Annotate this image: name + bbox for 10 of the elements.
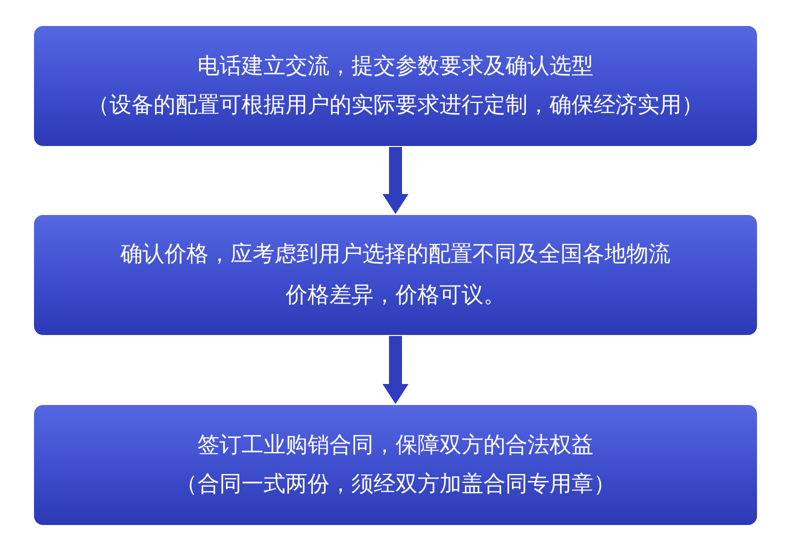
process-box: [34, 215, 757, 335]
down-arrow: [382, 336, 408, 404]
step-note: （合同一式两份，须经双方加盖合同专用章）: [176, 471, 616, 499]
down-arrow: [382, 147, 408, 214]
process-box: [34, 26, 757, 146]
step-note: （设备的配置可根据用户的实际要求进行定制，确保经济实用）: [88, 92, 704, 120]
step-title: 电话建立交流，提交参数要求及确认选型: [198, 53, 594, 81]
process-box: [34, 405, 757, 525]
step-text: 确认价格，应考虑到用户选择的配置不同及全国各地物流价格差异，价格可议。: [120, 241, 672, 310]
step-title: 签订工业购销合同，保障双方的合法权益: [198, 432, 594, 460]
